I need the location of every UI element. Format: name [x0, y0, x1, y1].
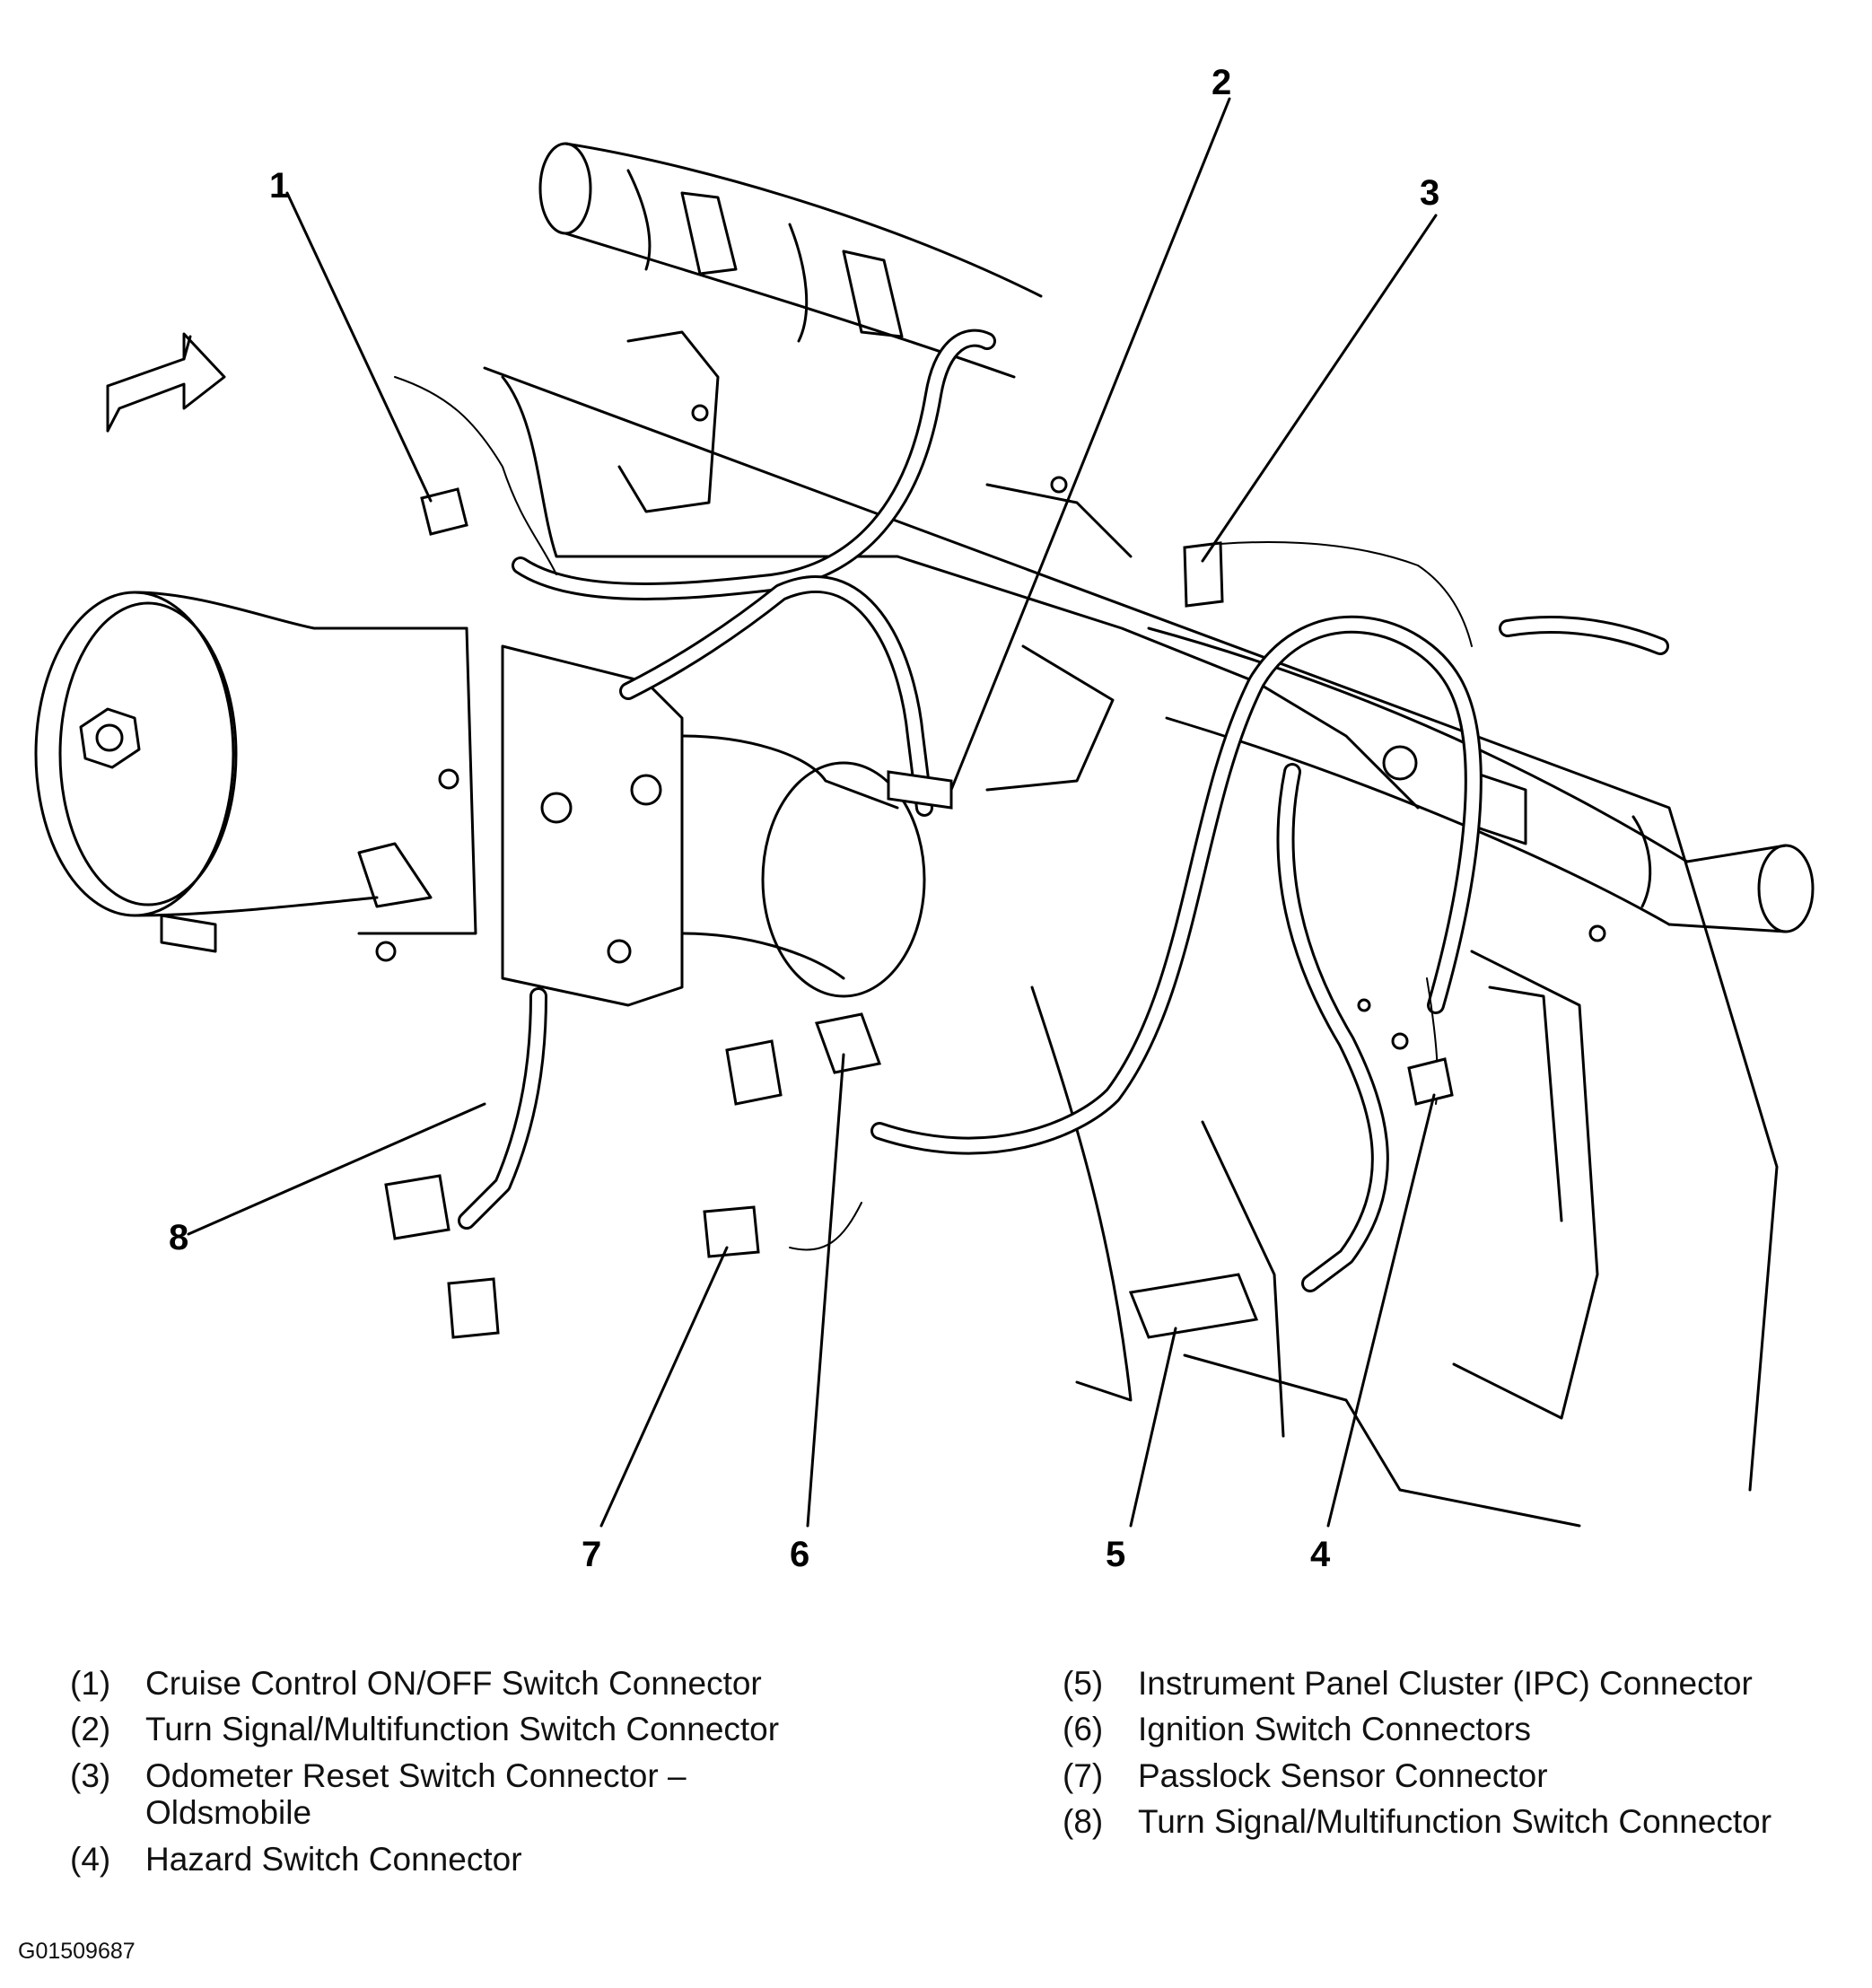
legend-text: Ignition Switch Connectors [1138, 1711, 1532, 1748]
legend-item-8: (8) Turn Signal/Multifunction Switch Con… [1063, 1803, 1861, 1840]
callout-leader-lines [187, 97, 1438, 1528]
legend-item-2: (2) Turn Signal/Multifunction Switch Con… [70, 1711, 967, 1747]
callout-4: 4 [1310, 1535, 1331, 1574]
callout-5: 5 [1106, 1535, 1125, 1574]
legend-right-column: (5) Instrument Panel Cluster (IPC) Conne… [1063, 1665, 1861, 1850]
figure-id: G01509687 [18, 1939, 136, 1964]
legend-item-3: (3) Odometer Reset Switch Connector – Ol… [70, 1757, 967, 1832]
legend-left-column: (1) Cruise Control ON/OFF Switch Connect… [70, 1665, 967, 1887]
legend-text: Cruise Control ON/OFF Switch Connector [145, 1665, 762, 1702]
hazard-switch-connector [1407, 1057, 1454, 1106]
callout-6: 6 [790, 1535, 809, 1574]
legend-text: Turn Signal/Multifunction Switch Connect… [145, 1711, 780, 1748]
callout-1: 1 [269, 166, 289, 206]
connectors [384, 487, 1454, 1339]
wiring-harness [394, 328, 1669, 1292]
cruise-switch-connector [420, 487, 468, 536]
legend-number: (8) [1063, 1803, 1104, 1841]
callout-3: 3 [1420, 173, 1439, 213]
legend-item-1: (1) Cruise Control ON/OFF Switch Connect… [70, 1665, 967, 1702]
legend-text: Instrument Panel Cluster (IPC) Connector [1138, 1665, 1753, 1702]
turn-signal-connector-lower-a [384, 1174, 451, 1240]
legend-item-7: (7) Passlock Sensor Connector [1063, 1757, 1861, 1794]
ignition-switch-connector-b [725, 1039, 783, 1106]
callout-7: 7 [582, 1535, 601, 1574]
legend-number: (6) [1063, 1711, 1104, 1748]
legend-text: Turn Signal/Multifunction Switch Connect… [1138, 1803, 1772, 1841]
legend-number: (5) [1063, 1665, 1104, 1702]
turn-signal-connector-upper [887, 770, 953, 810]
legend-text: Passlock Sensor Connector [1138, 1756, 1548, 1794]
callout-8: 8 [169, 1218, 188, 1257]
legend-number: (1) [70, 1665, 111, 1702]
column-support-bracket [483, 330, 1779, 1528]
legend-text: Hazard Switch Connector [145, 1840, 522, 1878]
odometer-reset-connector [1183, 541, 1224, 608]
column-head-assembly [34, 591, 926, 1007]
ignition-switch-connector-a [814, 1012, 882, 1074]
legend-number: (3) [70, 1756, 111, 1794]
legend-item-6: (6) Ignition Switch Connectors [1063, 1711, 1861, 1747]
legend-number: (7) [1063, 1756, 1104, 1794]
legend-item-4: (4) Hazard Switch Connector [70, 1841, 967, 1878]
legend-number: (4) [70, 1840, 111, 1878]
lower-steering-shaft [1147, 626, 1815, 933]
direction-arrow-icon [106, 332, 226, 433]
ipc-connector [1128, 1273, 1259, 1339]
passlock-sensor-connector [703, 1205, 760, 1258]
legend-number: (2) [70, 1711, 111, 1748]
steering-column-wiring-diagram: 1 2 3 4 5 6 7 8 [34, 63, 1815, 1574]
legend-text: Odometer Reset Switch Connector – Oldsmo… [145, 1756, 687, 1832]
turn-signal-connector-lower-b [447, 1277, 500, 1339]
callout-2: 2 [1212, 63, 1231, 102]
callout-labels: 1 2 3 4 5 6 7 8 [169, 63, 1439, 1574]
legend-item-5: (5) Instrument Panel Cluster (IPC) Conne… [1063, 1665, 1861, 1702]
